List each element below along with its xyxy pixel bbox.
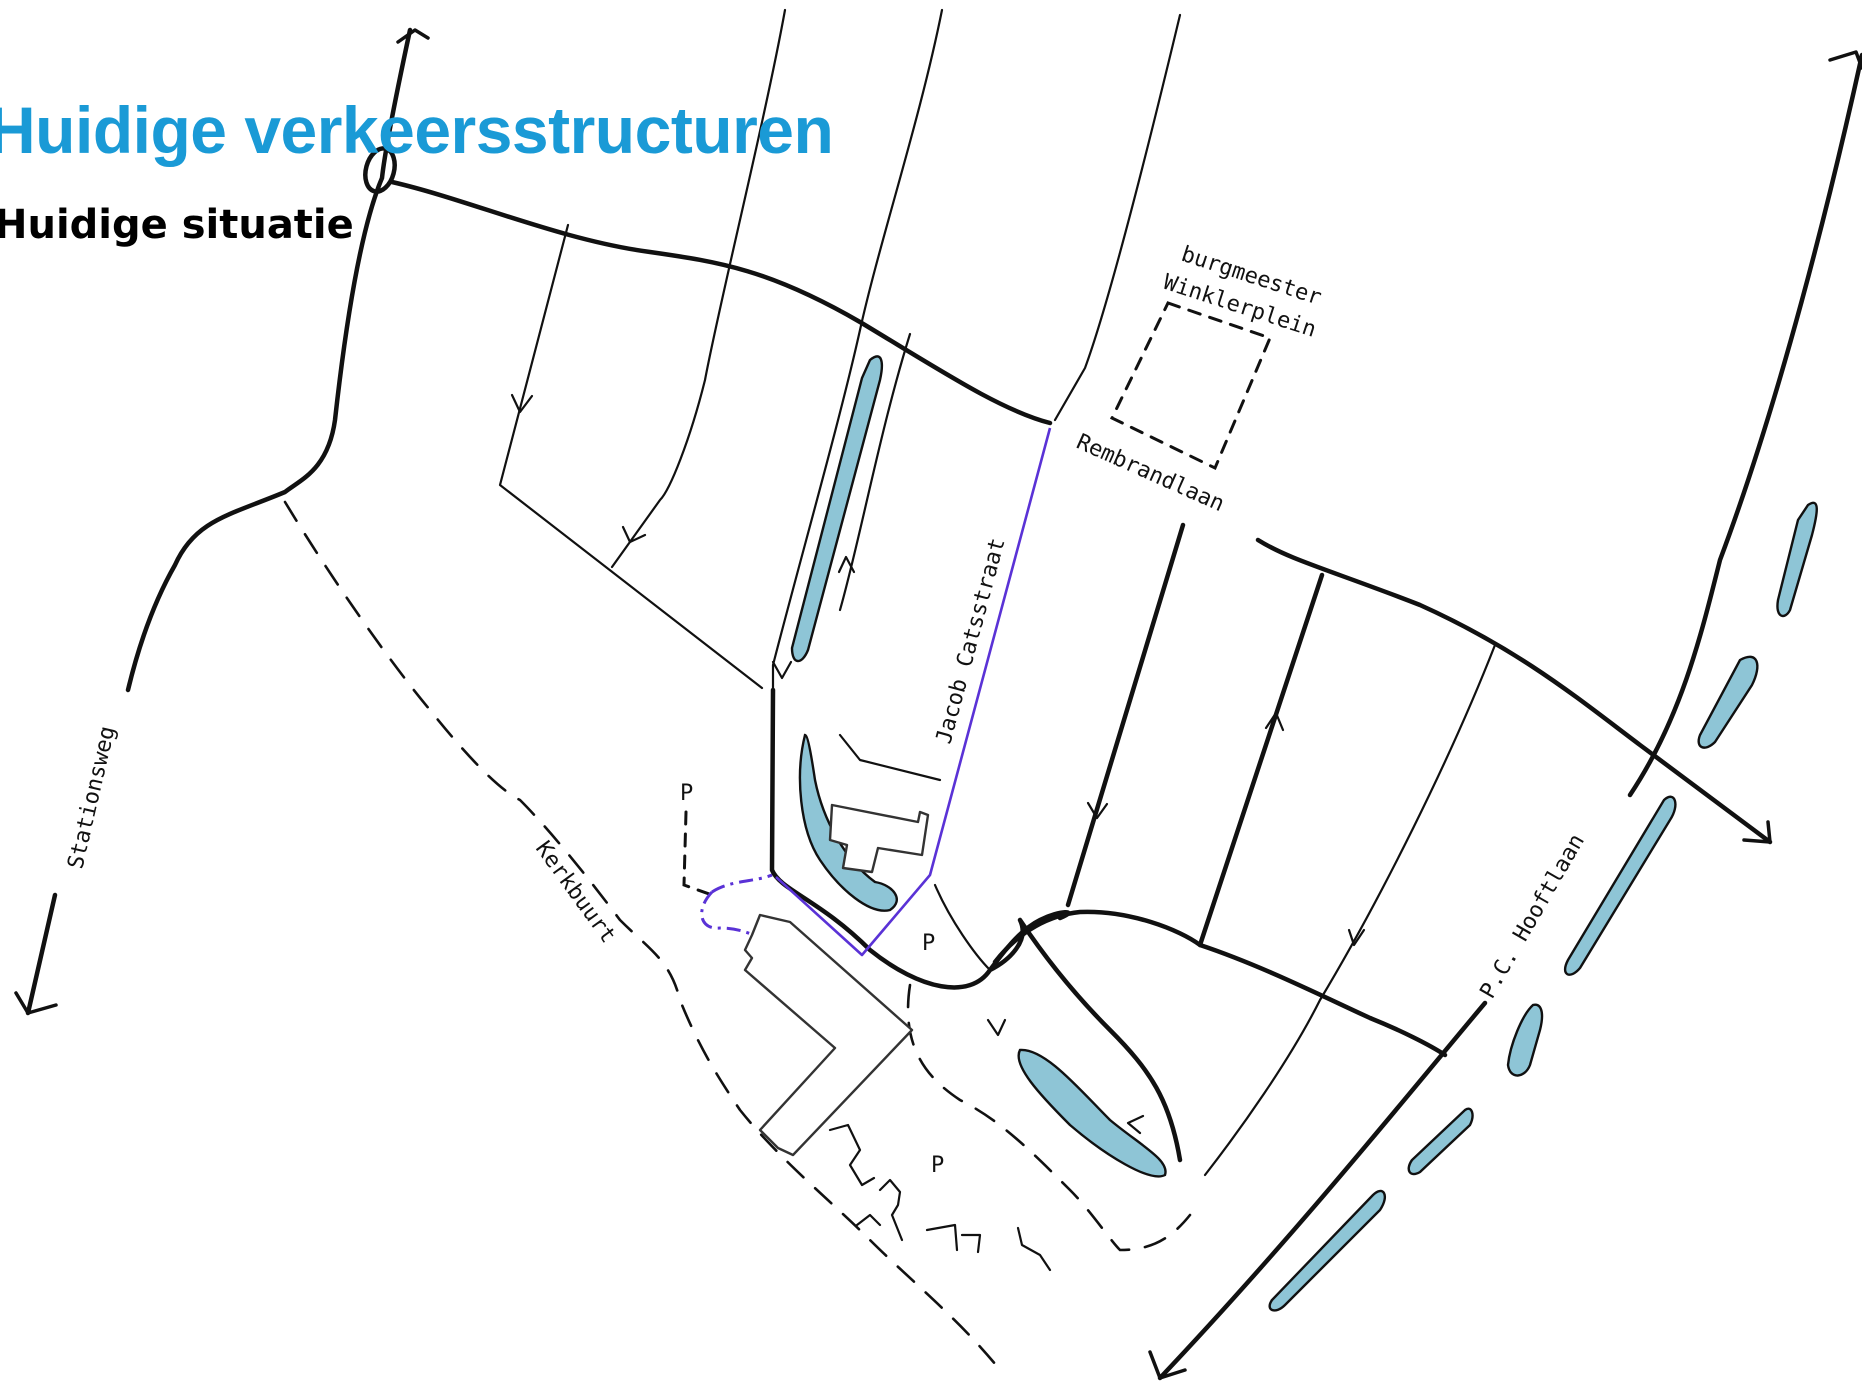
- east-connector-road: [992, 909, 1448, 1058]
- parking-label: P: [680, 781, 693, 806]
- stationsweg-road: [125, 27, 413, 693]
- jacob-catsstraat-label: Jacob Catsstraat: [932, 535, 1011, 746]
- bldg-access-street: [838, 733, 942, 782]
- north-arrow-icon: [396, 28, 430, 44]
- pc-hooftlaan-road: [1157, 52, 1862, 1381]
- rembrandlaan-road: [389, 179, 1773, 845]
- canal-east-4: [1506, 1003, 1544, 1077]
- west-street-1: [498, 223, 764, 690]
- south-parking-boundary: [906, 983, 1192, 1252]
- arrow-icon: [1086, 801, 1109, 820]
- arrow-icon: [1347, 928, 1366, 947]
- canal-east-6: [1268, 1189, 1387, 1312]
- arrow-icon: [837, 555, 856, 574]
- building-central: [828, 803, 930, 874]
- canal-east-5: [1407, 1107, 1474, 1176]
- pc-hooftlaan-label: P.C. Hooftlaan: [1476, 830, 1590, 1003]
- east-arrow-icon: [1742, 820, 1772, 844]
- parking-access-path: [682, 810, 714, 897]
- arrow-icon: [771, 660, 793, 680]
- inner-street: [838, 332, 912, 612]
- central-street-1: [771, 8, 944, 692]
- stationsweg-label: Stationsweg: [63, 724, 120, 872]
- canal-east-1: [1776, 501, 1818, 618]
- arrow-icon: [1126, 1114, 1145, 1135]
- jacob-catsstraat-route: [775, 427, 1052, 957]
- arrow-icon: [621, 525, 647, 544]
- south-arrow-icon: [14, 991, 58, 1015]
- canal-north: [790, 355, 884, 663]
- winklerplein-outline: [1109, 301, 1273, 471]
- canal-east-2: [1697, 655, 1759, 749]
- roundabout: [363, 146, 397, 194]
- east-street-1: [1065, 522, 1186, 908]
- central-street-2: [1053, 13, 1182, 422]
- sw-arrow-icon: [1148, 1350, 1187, 1380]
- page-title: Huidige verkeersstructuren: [0, 93, 834, 167]
- parking-label: P: [922, 931, 935, 956]
- pond-central: [798, 733, 898, 912]
- east-street-2: [1197, 572, 1325, 948]
- arrow-icon: [1264, 711, 1285, 732]
- building-row: [828, 1123, 1052, 1272]
- stationsweg-south-road: [25, 892, 58, 1016]
- kerkbuurt-path: [283, 500, 1002, 1372]
- arrow-icon: [510, 393, 534, 414]
- kerkbuurt-label: Kerkbuurt: [530, 837, 620, 948]
- canal-southeast: [1017, 1048, 1167, 1178]
- east-street-thin: [1203, 643, 1497, 1177]
- canal-east-3: [1563, 795, 1677, 976]
- loop-connector: [933, 883, 992, 972]
- building-church: [743, 913, 914, 1157]
- page-subtitle: Huidige situatie: [0, 202, 354, 248]
- arrow-icon: [986, 1018, 1007, 1037]
- ne-arrow-icon: [1828, 50, 1862, 70]
- rembrandlaan-label: Rembrandlaan: [1073, 430, 1228, 517]
- west-street-2: [610, 8, 787, 569]
- parking-label: P: [931, 1153, 944, 1178]
